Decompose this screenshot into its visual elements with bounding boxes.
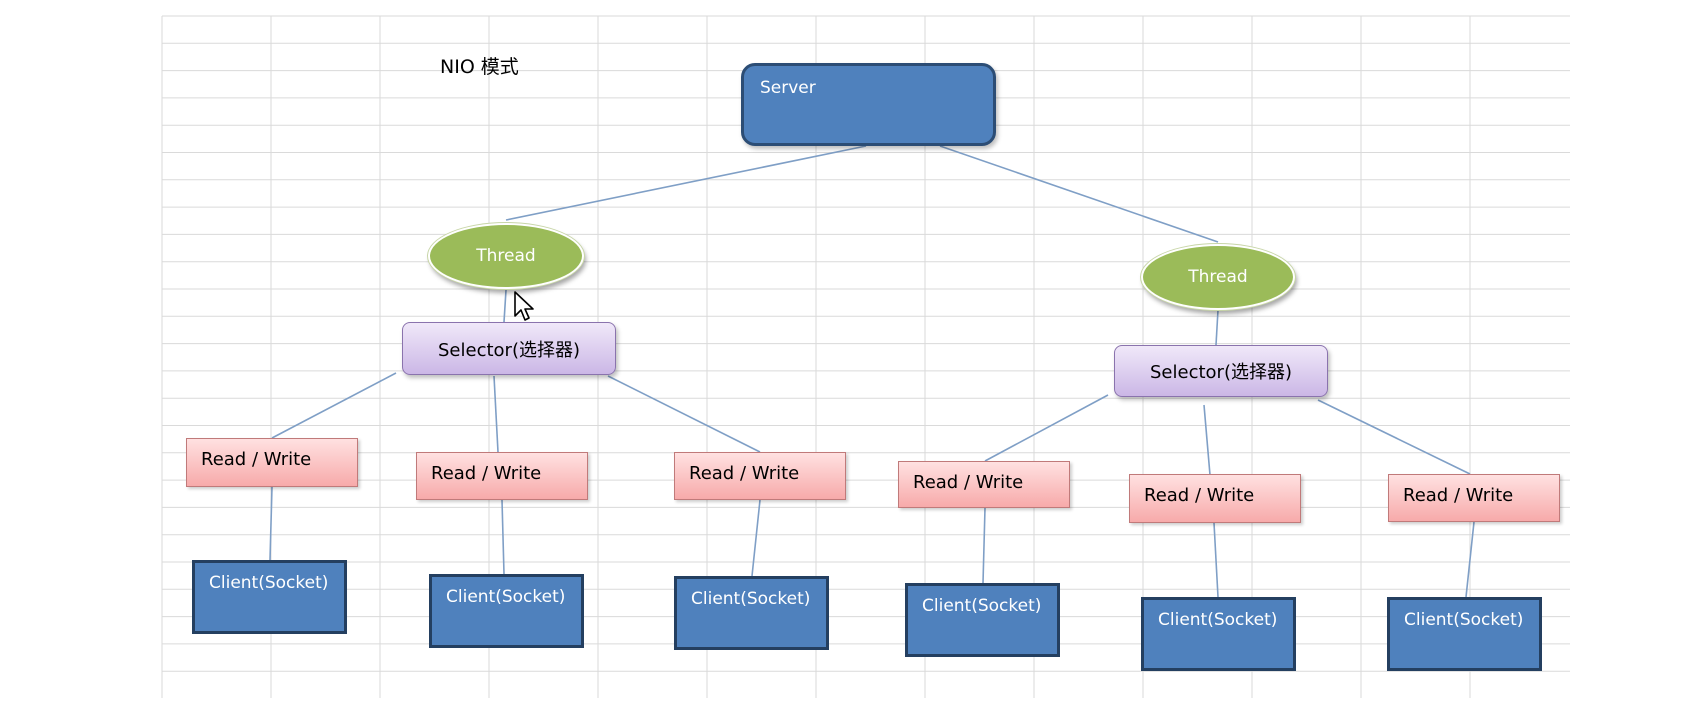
- client-node-2: Client(Socket): [429, 574, 584, 648]
- read-write-label-1: Read / Write: [201, 449, 312, 470]
- selector-node-1: Selector(选择器): [402, 322, 616, 375]
- read-write-node-6: Read / Write: [1388, 474, 1560, 522]
- client-label-2: Client(Socket): [446, 587, 566, 607]
- connector-selector-1-rw-1: [271, 372, 397, 439]
- connector-selector-2-rw-6: [1317, 399, 1471, 475]
- client-label-1: Client(Socket): [209, 573, 329, 593]
- connector-server-thread-2: [939, 145, 1219, 243]
- client-label-6: Client(Socket): [1404, 610, 1524, 630]
- read-write-node-4: Read / Write: [898, 461, 1070, 508]
- read-write-node-1: Read / Write: [186, 438, 358, 487]
- read-write-node-5: Read / Write: [1129, 474, 1301, 523]
- client-label-3: Client(Socket): [691, 589, 811, 609]
- selector-node-2: Selector(选择器): [1114, 345, 1328, 397]
- thread-label-1: Thread: [476, 246, 536, 266]
- server-node: Server: [741, 63, 996, 146]
- selector-label-2: Selector(选择器): [1150, 362, 1292, 383]
- client-label-4: Client(Socket): [922, 596, 1042, 616]
- client-node-4: Client(Socket): [905, 583, 1060, 657]
- read-write-node-3: Read / Write: [674, 452, 846, 500]
- client-label-5: Client(Socket): [1158, 610, 1278, 630]
- connector-thread-1-selector-1: [503, 289, 507, 323]
- thread-label-2: Thread: [1188, 267, 1248, 287]
- client-node-6: Client(Socket): [1387, 597, 1542, 671]
- connector-selector-1-rw-3: [607, 375, 761, 453]
- read-write-label-2: Read / Write: [431, 463, 542, 484]
- connector-rw-2-client-2: [501, 499, 505, 575]
- read-write-label-6: Read / Write: [1403, 485, 1514, 506]
- read-write-label-3: Read / Write: [689, 463, 800, 484]
- read-write-label-5: Read / Write: [1144, 485, 1255, 506]
- connector-selector-2-rw-4: [984, 394, 1109, 462]
- connector-rw-1-client-1: [269, 486, 273, 561]
- client-node-3: Client(Socket): [674, 576, 829, 650]
- connector-rw-3-client-3: [751, 499, 761, 577]
- client-node-1: Client(Socket): [192, 560, 347, 634]
- connector-selector-1-rw-2: [493, 375, 499, 453]
- mouse-pointer-icon: [514, 291, 534, 321]
- connector-selector-2-rw-5: [1203, 404, 1211, 476]
- server-label: Server: [760, 78, 816, 98]
- connector-rw-5-client-5: [1213, 522, 1219, 598]
- client-node-5: Client(Socket): [1141, 597, 1296, 671]
- thread-node-1: Thread: [428, 223, 584, 289]
- diagram-title: NIO 模式: [440, 56, 519, 78]
- connector-server-thread-1: [505, 145, 867, 221]
- connector-thread-2-selector-2: [1215, 309, 1219, 346]
- selector-label-1: Selector(选择器): [438, 339, 580, 361]
- read-write-label-4: Read / Write: [913, 472, 1024, 493]
- thread-node-2: Thread: [1141, 244, 1295, 310]
- connector-rw-6-client-6: [1465, 521, 1475, 598]
- read-write-node-2: Read / Write: [416, 452, 588, 500]
- connector-rw-4-client-4: [982, 507, 986, 584]
